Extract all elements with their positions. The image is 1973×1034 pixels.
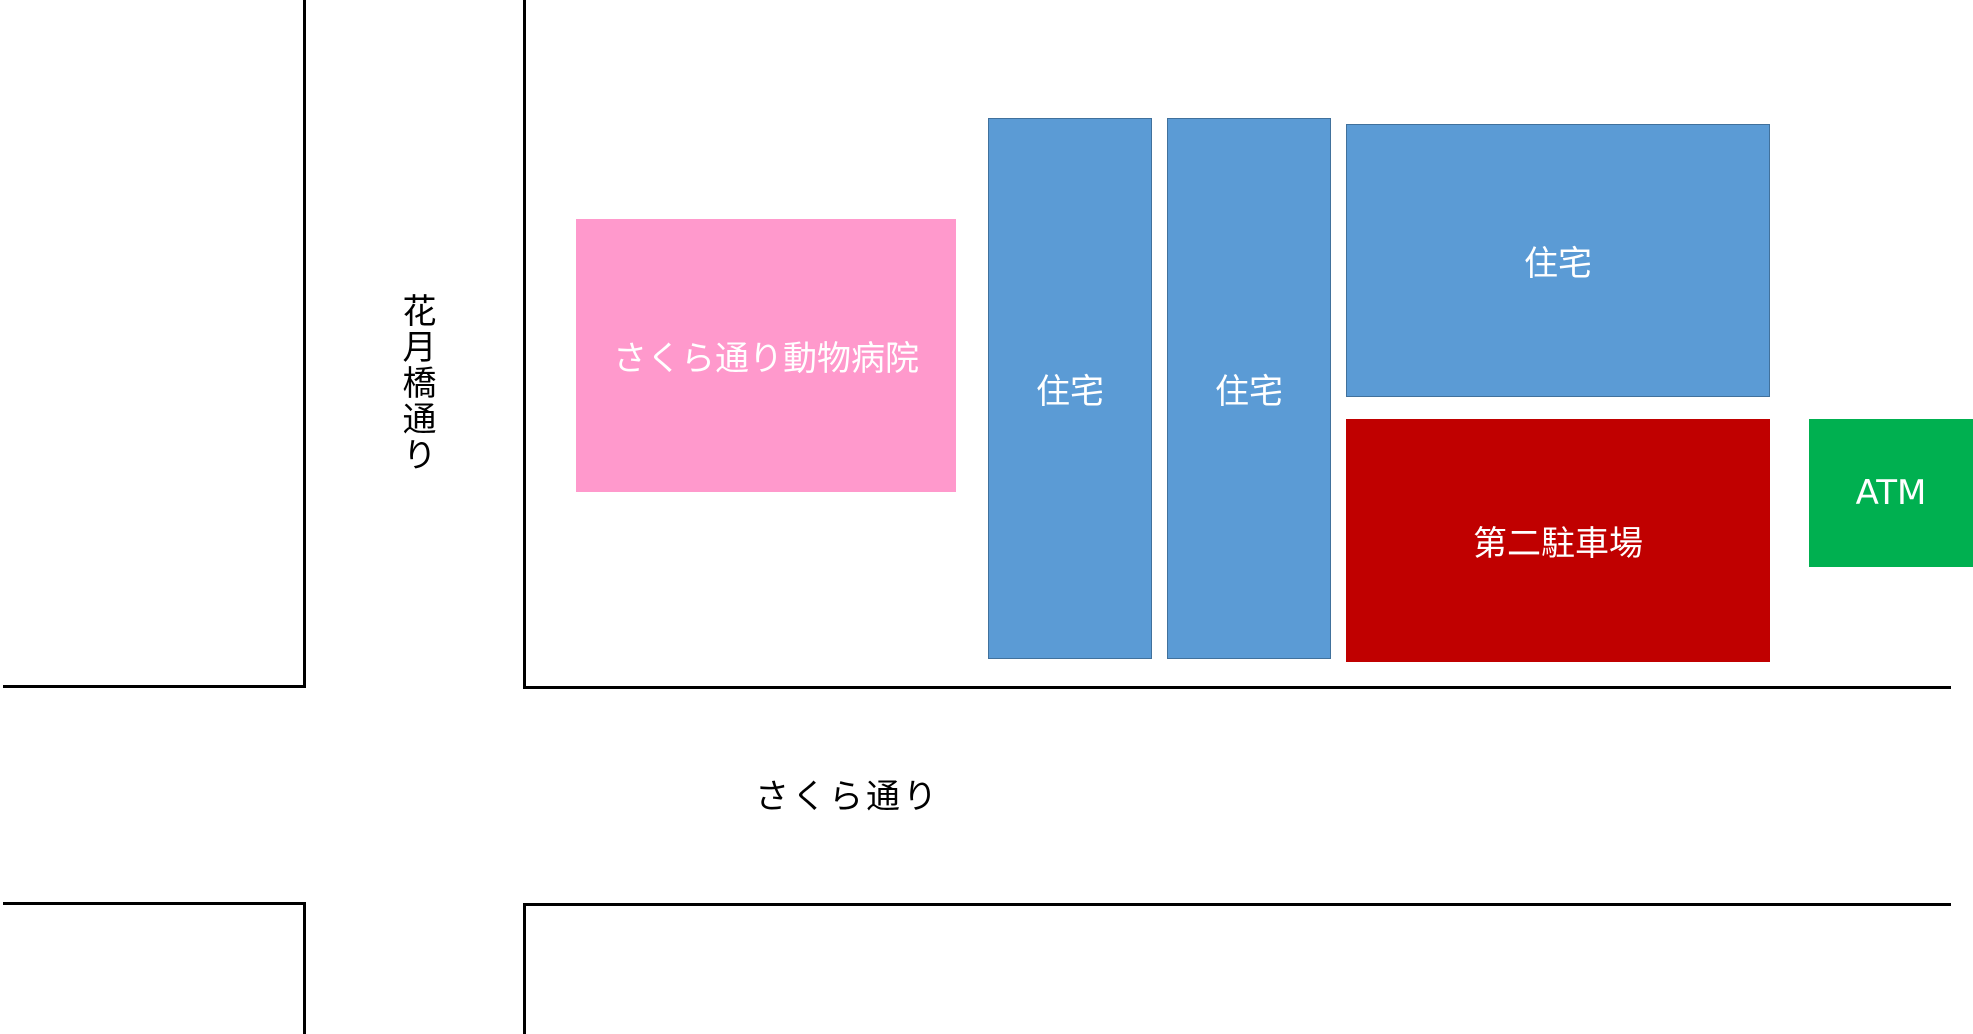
road-line-left-horizontal-bottom: [3, 902, 306, 905]
atm-box: ATM: [1809, 419, 1973, 567]
road-line-right-vertical-bottom: [523, 903, 526, 1034]
house-label-1: 住宅: [1036, 372, 1104, 412]
road-line-right-horizontal-bottom: [523, 903, 1951, 906]
parking-label: 第二駐車場: [1473, 524, 1643, 564]
house-building-2: 住宅: [1167, 118, 1331, 659]
atm-label: ATM: [1855, 473, 1927, 513]
parking-lot: 第二駐車場: [1346, 419, 1770, 662]
hospital-building: さくら通り動物病院: [576, 219, 956, 492]
road-line-left-horizontal-top: [3, 685, 306, 688]
house-label-2: 住宅: [1215, 372, 1283, 412]
horizontal-street-name: さくら通り: [755, 777, 940, 817]
house-building-3: 住宅: [1346, 124, 1770, 397]
house-label-3: 住宅: [1524, 244, 1592, 284]
road-line-right-vertical-top: [523, 0, 526, 689]
road-line-left-vertical-bottom: [303, 902, 306, 1034]
house-building-1: 住宅: [988, 118, 1152, 659]
vertical-street-name: 花月橋通り: [396, 293, 436, 473]
road-line-left-vertical-top: [303, 0, 306, 687]
hospital-label: さくら通り動物病院: [613, 339, 919, 379]
road-line-right-horizontal-top: [523, 686, 1951, 689]
